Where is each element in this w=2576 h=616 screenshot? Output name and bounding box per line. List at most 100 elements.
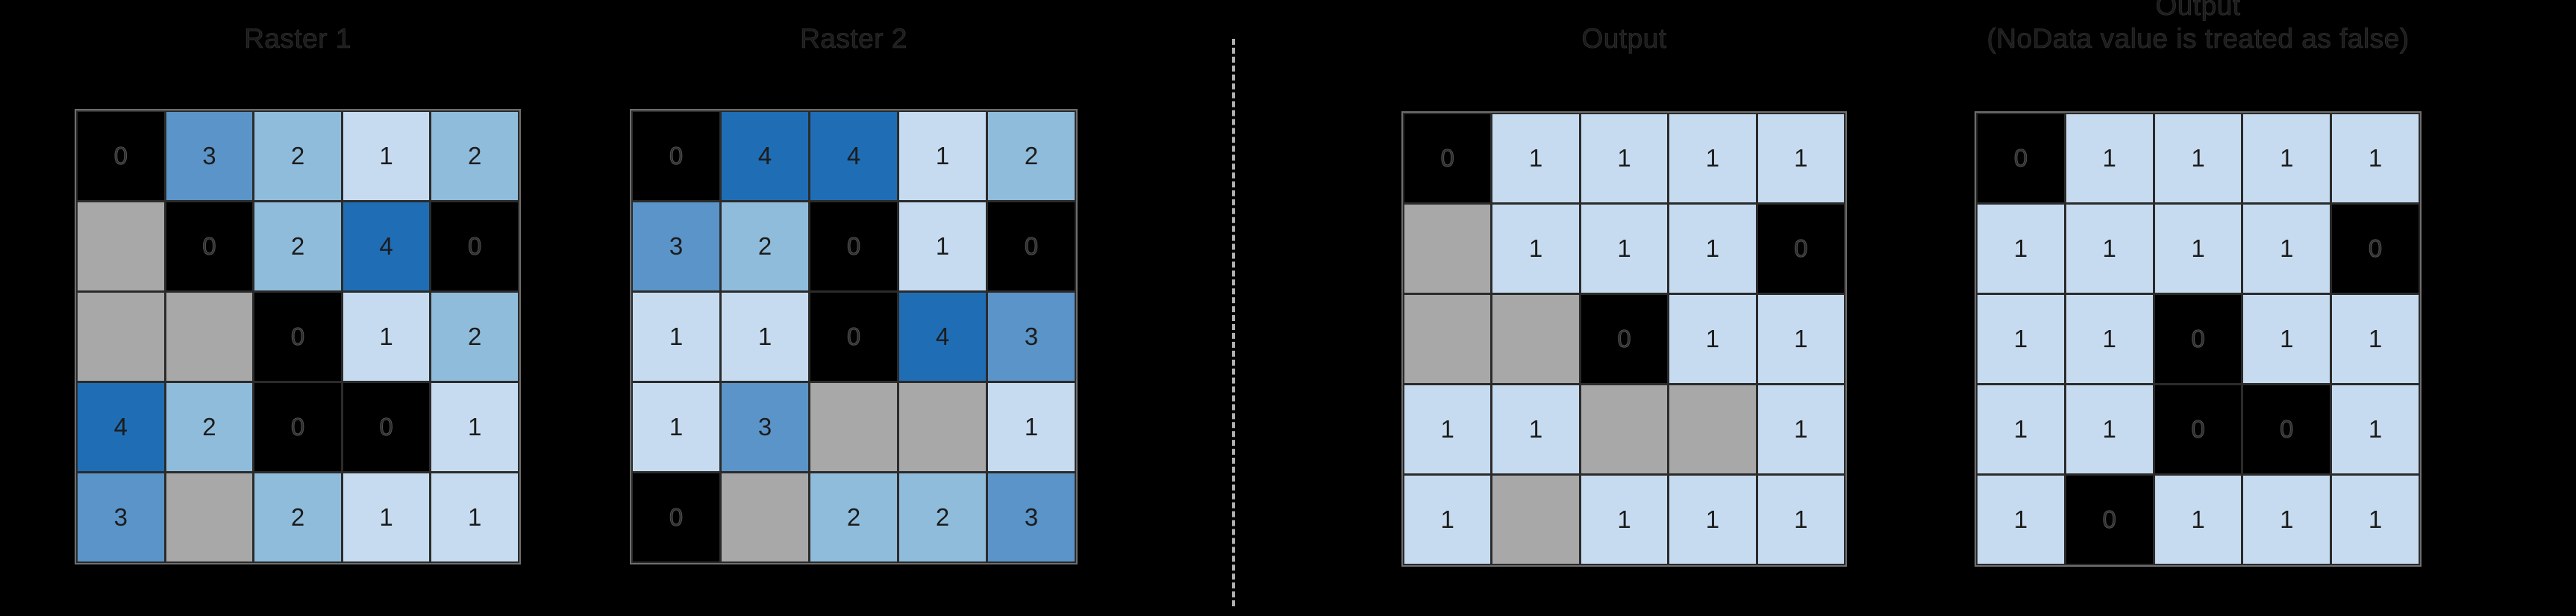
grid-cell[interactable]: 1 bbox=[2154, 205, 2242, 293]
grid-cell[interactable]: 0 bbox=[633, 112, 719, 200]
grid-cell[interactable]: 1 bbox=[1978, 476, 2064, 564]
grid-cell[interactable]: 1 bbox=[2332, 385, 2419, 473]
grid-cell[interactable]: 4 bbox=[810, 112, 897, 200]
grid-cell[interactable]: 0 bbox=[78, 112, 164, 200]
grid-cell[interactable]: 2 bbox=[988, 112, 1075, 200]
grid-cell[interactable]: 2 bbox=[431, 112, 518, 200]
grid-cell[interactable] bbox=[722, 473, 808, 561]
grid-cell[interactable]: 1 bbox=[1978, 295, 2064, 383]
grid-cell[interactable]: 2 bbox=[431, 293, 518, 381]
grid-cell[interactable]: 0 bbox=[810, 202, 897, 290]
grid-cell[interactable]: 2 bbox=[166, 383, 253, 471]
grid-cell[interactable]: 1 bbox=[343, 473, 430, 561]
grid-cell[interactable]: 1 bbox=[2066, 385, 2153, 473]
grid-cell[interactable] bbox=[166, 473, 253, 561]
grid-cell[interactable]: 0 bbox=[2154, 295, 2242, 383]
grid-cell[interactable]: 1 bbox=[2066, 205, 2153, 293]
grid-cell[interactable]: 3 bbox=[988, 293, 1075, 381]
grid-cell[interactable]: 1 bbox=[1669, 476, 1756, 564]
grid-cell[interactable] bbox=[1404, 205, 1491, 293]
grid-cell[interactable]: 1 bbox=[988, 383, 1075, 471]
grid-cell[interactable]: 0 bbox=[2243, 385, 2330, 473]
grid-cell[interactable]: 0 bbox=[1757, 205, 1844, 293]
grid-cell[interactable] bbox=[1492, 476, 1579, 564]
grid-cell[interactable]: 1 bbox=[2332, 295, 2419, 383]
grid-cell[interactable]: 1 bbox=[2066, 295, 2153, 383]
grid-cell[interactable]: 4 bbox=[722, 112, 808, 200]
grid-cell[interactable]: 0 bbox=[810, 293, 897, 381]
grid-cell[interactable]: 0 bbox=[254, 383, 341, 471]
grid-cell[interactable]: 3 bbox=[78, 473, 164, 561]
grid-cell[interactable]: 2 bbox=[899, 473, 986, 561]
grid-cell[interactable] bbox=[166, 293, 253, 381]
grid-cell[interactable] bbox=[810, 383, 897, 471]
grid-cell[interactable]: 1 bbox=[343, 293, 430, 381]
grid-cell[interactable]: 1 bbox=[1757, 114, 1844, 202]
grid-cell[interactable]: 1 bbox=[1757, 385, 1844, 473]
grid-cell[interactable]: 2 bbox=[254, 473, 341, 561]
grid-cell[interactable]: 2 bbox=[810, 473, 897, 561]
grid-cell[interactable]: 1 bbox=[2332, 114, 2419, 202]
grid-cell[interactable] bbox=[1404, 295, 1491, 383]
grid-cell[interactable]: 0 bbox=[2332, 205, 2419, 293]
grid-cell[interactable]: 0 bbox=[254, 293, 341, 381]
grid-cell[interactable]: 3 bbox=[988, 473, 1075, 561]
grid-cell[interactable] bbox=[78, 202, 164, 290]
grid-cell[interactable]: 0 bbox=[343, 383, 430, 471]
grid-cell[interactable] bbox=[899, 383, 986, 471]
grid-cell[interactable]: 1 bbox=[1757, 476, 1844, 564]
grid-cell[interactable]: 1 bbox=[633, 293, 719, 381]
grid-cell[interactable]: 4 bbox=[343, 202, 430, 290]
grid-cell[interactable]: 4 bbox=[899, 293, 986, 381]
grid-cell[interactable]: 1 bbox=[1757, 295, 1844, 383]
grid-cell[interactable]: 1 bbox=[2154, 114, 2242, 202]
grid-cell[interactable]: 4 bbox=[78, 383, 164, 471]
grid-cell[interactable]: 3 bbox=[166, 112, 253, 200]
grid-cell[interactable]: 1 bbox=[722, 293, 808, 381]
grid-cell[interactable]: 0 bbox=[2066, 476, 2153, 564]
grid-cell[interactable]: 1 bbox=[2243, 205, 2330, 293]
grid-cell[interactable]: 1 bbox=[343, 112, 430, 200]
grid-cell[interactable]: 1 bbox=[633, 383, 719, 471]
grid-cell[interactable]: 0 bbox=[166, 202, 253, 290]
grid-cell[interactable]: 1 bbox=[1492, 205, 1579, 293]
grid-cell[interactable]: 0 bbox=[1978, 114, 2064, 202]
grid-cell[interactable]: 1 bbox=[1669, 114, 1756, 202]
grid-cell[interactable]: 1 bbox=[899, 202, 986, 290]
grid-cell[interactable]: 1 bbox=[431, 383, 518, 471]
grid-cell[interactable]: 0 bbox=[988, 202, 1075, 290]
grid-cell[interactable]: 1 bbox=[1404, 385, 1491, 473]
grid-cell[interactable]: 1 bbox=[431, 473, 518, 561]
grid-cell[interactable] bbox=[78, 293, 164, 381]
grid-cell[interactable]: 2 bbox=[254, 202, 341, 290]
grid-cell[interactable]: 0 bbox=[1404, 114, 1491, 202]
grid-cell[interactable]: 1 bbox=[2154, 476, 2242, 564]
grid-cell[interactable]: 1 bbox=[2066, 114, 2153, 202]
grid-cell[interactable]: 1 bbox=[1581, 205, 1668, 293]
grid-cell[interactable] bbox=[1669, 385, 1756, 473]
grid-cell[interactable]: 1 bbox=[2243, 114, 2330, 202]
grid-cell[interactable]: 1 bbox=[2332, 476, 2419, 564]
grid-cell[interactable]: 3 bbox=[722, 383, 808, 471]
grid-cell[interactable]: 2 bbox=[254, 112, 341, 200]
grid-cell[interactable]: 1 bbox=[1492, 385, 1579, 473]
grid-cell[interactable]: 2 bbox=[722, 202, 808, 290]
grid-cell[interactable]: 1 bbox=[1978, 205, 2064, 293]
grid-cell[interactable]: 3 bbox=[633, 202, 719, 290]
grid-cell[interactable] bbox=[1581, 385, 1668, 473]
grid-cell[interactable]: 1 bbox=[899, 112, 986, 200]
grid-cell[interactable]: 0 bbox=[633, 473, 719, 561]
grid-cell[interactable] bbox=[1492, 295, 1579, 383]
grid-cell[interactable]: 1 bbox=[1404, 476, 1491, 564]
grid-cell[interactable]: 1 bbox=[1978, 385, 2064, 473]
grid-cell[interactable]: 1 bbox=[1581, 114, 1668, 202]
grid-cell[interactable]: 0 bbox=[431, 202, 518, 290]
grid-cell[interactable]: 1 bbox=[2243, 476, 2330, 564]
grid-cell[interactable]: 1 bbox=[2243, 295, 2330, 383]
grid-cell[interactable]: 0 bbox=[1581, 295, 1668, 383]
grid-cell[interactable]: 0 bbox=[2154, 385, 2242, 473]
